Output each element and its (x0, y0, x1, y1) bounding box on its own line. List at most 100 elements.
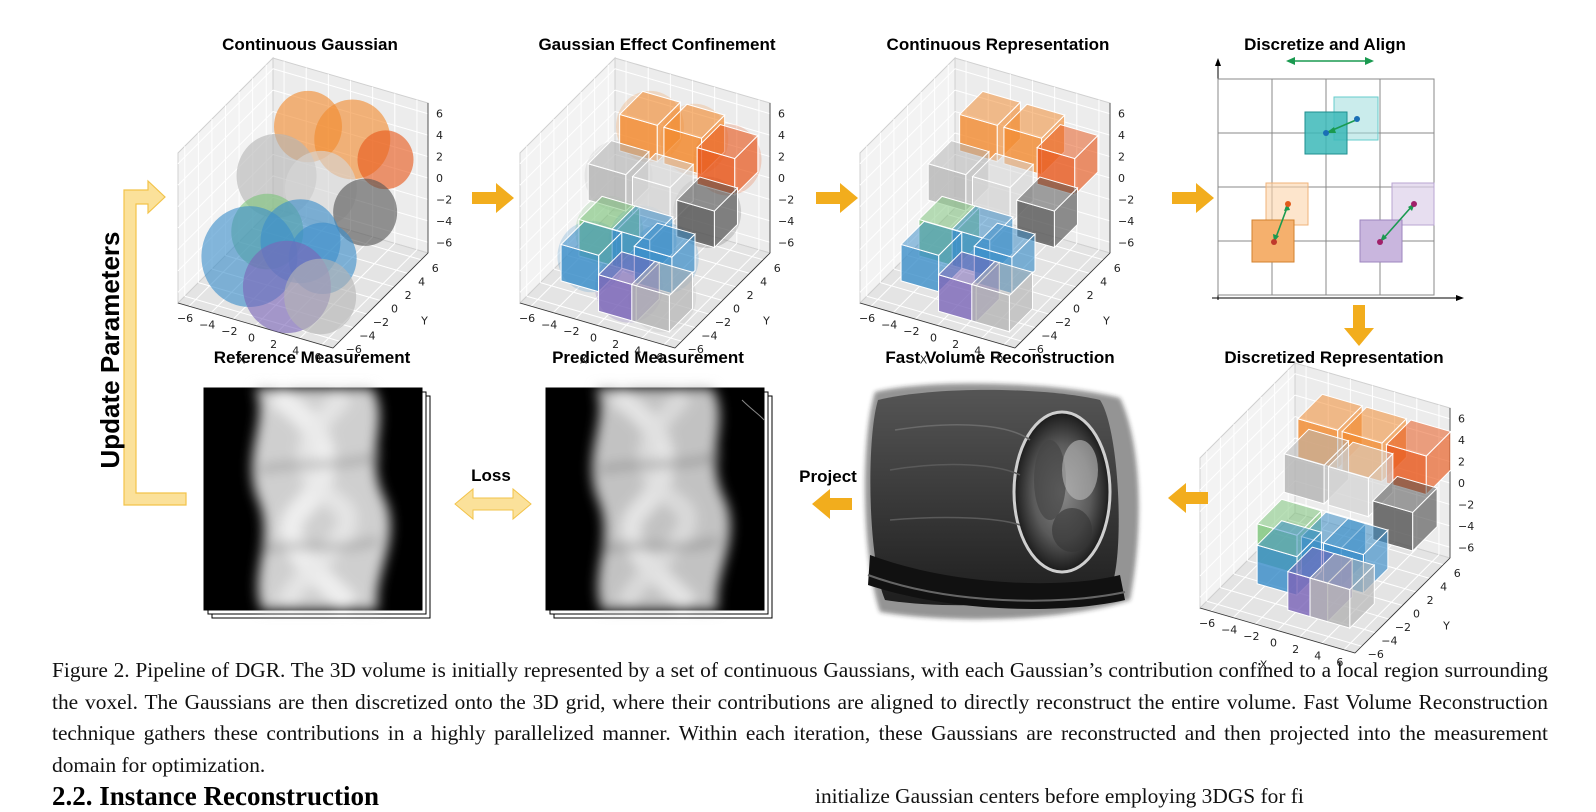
z-tick-label: 4 (436, 129, 443, 142)
title-fast-volume-reconstruction: Fast Volume Reconstruction (885, 348, 1114, 367)
z-tick-label: 2 (1458, 456, 1465, 469)
x-tick-label: 2 (952, 338, 959, 351)
x-tick-label: 6 (1336, 656, 1343, 669)
ct-volume-image (864, 383, 1139, 620)
update-parameters-arrow (123, 179, 187, 506)
y-tick-label: −6 (1368, 648, 1384, 661)
y-tick-label: −2 (373, 316, 389, 329)
x-axis-label: X (920, 354, 928, 367)
y-tick-label: −4 (359, 330, 375, 343)
label-update-parameters: Update Parameters (95, 232, 125, 469)
z-tick-label: −2 (778, 193, 794, 206)
x-tick-label: 2 (1292, 643, 1299, 656)
arrow-left-project (812, 489, 852, 519)
section-heading: 2.2. Instance Reconstruction (52, 781, 379, 811)
y-tick-label: 4 (760, 275, 767, 288)
x-axis-label: X (580, 354, 588, 367)
arrow-down (1344, 305, 1374, 346)
reference-measurement-image (203, 385, 431, 619)
title-discretized-representation: Discretized Representation (1224, 348, 1443, 367)
x-tick-label: −6 (519, 312, 535, 325)
x-tick-label: −2 (221, 325, 237, 338)
z-tick-label: −4 (1458, 520, 1474, 533)
x-tick-label: 2 (270, 338, 277, 351)
x-tick-label: 2 (612, 338, 619, 351)
y-tick-label: 2 (405, 289, 412, 302)
y-axis-label: Y (762, 315, 770, 328)
figure-caption: Figure 2. Pipeline of DGR. The 3D volume… (52, 658, 1548, 777)
z-tick-label: −4 (1118, 215, 1134, 228)
z-tick-label: 0 (778, 172, 785, 185)
z-tick-label: −6 (778, 236, 794, 249)
y-tick-label: −6 (1028, 343, 1044, 356)
z-tick-label: 2 (778, 151, 785, 164)
z-tick-label: −2 (1118, 193, 1134, 206)
y-tick-label: −2 (1055, 316, 1071, 329)
z-tick-label: 4 (1118, 129, 1125, 142)
y-tick-label: 2 (1427, 594, 1434, 607)
y-tick-label: 0 (391, 303, 398, 316)
x-tick-label: −4 (199, 319, 215, 332)
discretize-align-panel (1212, 57, 1464, 301)
y-axis-label: Y (1102, 315, 1110, 328)
title-predicted-measurement: Predicted Measurement (552, 348, 744, 367)
z-tick-label: 0 (1458, 477, 1465, 490)
title-discretize-and-align: Discretize and Align (1244, 35, 1406, 54)
y-tick-label: 6 (1454, 567, 1461, 580)
title-continuous-gaussian: Continuous Gaussian (222, 35, 398, 54)
align-arrow-orange (1274, 204, 1289, 241)
discrete-voxel (1309, 553, 1376, 630)
z-tick-label: −6 (436, 236, 452, 249)
arrow-right-3 (1172, 183, 1214, 213)
z-tick-label: 2 (436, 151, 443, 164)
flow-arrows (123, 179, 1374, 521)
x-axis-label: X (1260, 659, 1268, 672)
z-tick-label: −6 (1458, 541, 1474, 554)
gaussian-blob (357, 130, 414, 190)
arrow-right-1 (472, 183, 514, 213)
x-tick-label: 6 (996, 351, 1003, 364)
x-axis-label: X (238, 354, 246, 367)
x-tick-label: 0 (590, 332, 597, 345)
z-tick-label: 6 (1118, 108, 1125, 121)
y-tick-label: −4 (701, 330, 717, 343)
z-tick-label: −2 (1458, 498, 1474, 511)
z-tick-label: −4 (436, 215, 452, 228)
y-tick-label: 0 (1413, 608, 1420, 621)
y-tick-label: 6 (774, 262, 781, 275)
x-tick-label: 4 (292, 344, 299, 357)
x-tick-label: −6 (1199, 617, 1215, 630)
x-tick-label: −2 (903, 325, 919, 338)
x-tick-label: −2 (563, 325, 579, 338)
arrow-left-1 (1168, 483, 1208, 513)
title-reference-measurement: Reference Measurement (214, 348, 411, 367)
gaussian-blob (333, 178, 398, 246)
x-tick-label: 4 (634, 344, 641, 357)
y-tick-label: 4 (1100, 275, 1107, 288)
z-tick-label: 4 (1458, 434, 1465, 447)
y-tick-label: −6 (688, 343, 704, 356)
y-tick-label: 6 (432, 262, 439, 275)
arrow-right-2 (816, 183, 858, 213)
title-continuous-representation: Continuous Representation (887, 35, 1110, 54)
y-tick-label: 2 (1087, 289, 1094, 302)
voxel-cube (970, 260, 1034, 333)
x-tick-label: −6 (177, 312, 193, 325)
y-tick-label: 6 (1114, 262, 1121, 275)
y-tick-label: −2 (1395, 621, 1411, 634)
y-tick-label: 4 (418, 275, 425, 288)
x-tick-label: −2 (1243, 630, 1259, 643)
label-loss: Loss (471, 466, 511, 485)
z-tick-label: 6 (778, 108, 785, 121)
x-tick-label: 6 (656, 351, 663, 364)
x-tick-label: −4 (881, 319, 897, 332)
y-axis-label: Y (1442, 620, 1450, 633)
x-tick-label: 4 (1314, 649, 1321, 662)
x-tick-label: −6 (859, 312, 875, 325)
y-tick-label: 4 (1440, 580, 1447, 593)
